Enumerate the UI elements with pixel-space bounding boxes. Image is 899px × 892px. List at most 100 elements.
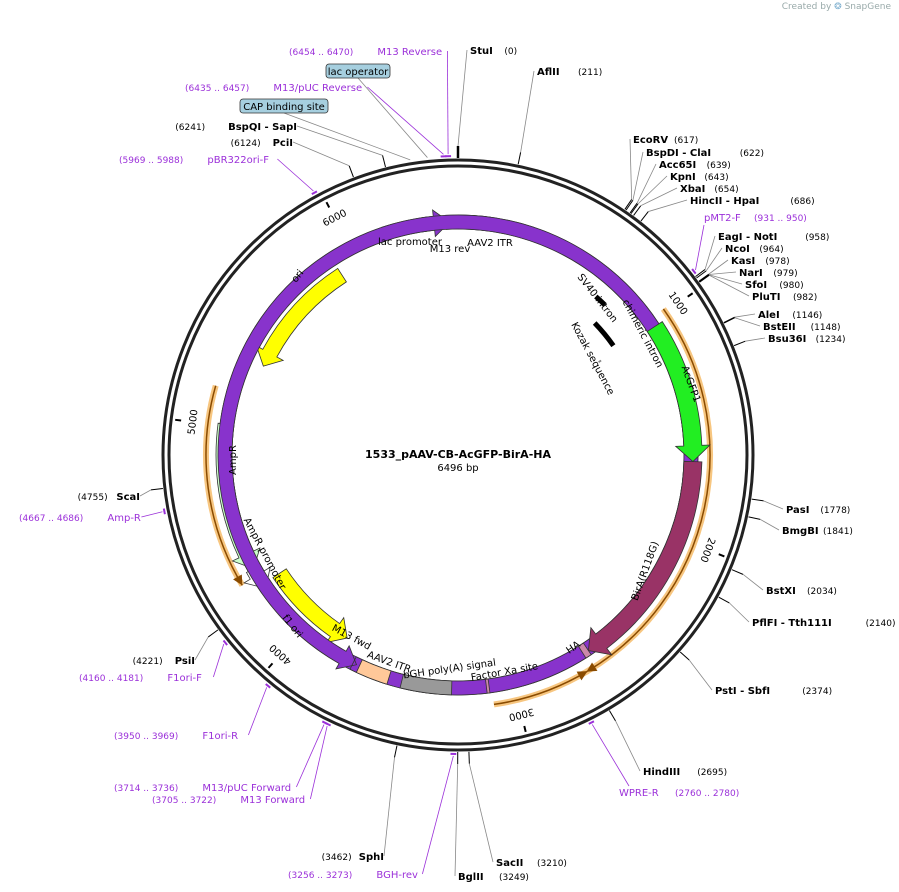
orf-arrowhead (233, 574, 243, 586)
primer-binding-site[interactable]: (3705 .. 3722)M13 Forward (152, 795, 305, 806)
site-position: (1146) (792, 311, 822, 321)
restriction-site[interactable]: BspDI - ClaI(622) (646, 148, 764, 159)
feature-bira-r118g-[interactable] (587, 460, 703, 656)
primer-mark (162, 508, 166, 515)
site-name: Acc65I (659, 160, 696, 171)
restriction-site[interactable]: PstI - SbfI(2374) (715, 686, 832, 697)
boxed-feature-label: CAP binding site (243, 102, 325, 113)
restriction-site[interactable]: BstXI(2034) (766, 586, 837, 597)
feature-chimeric-intron[interactable] (592, 321, 616, 348)
restriction-site[interactable]: BmgBI(1841) (782, 526, 853, 537)
site-mark (751, 498, 764, 502)
site-mark (699, 274, 710, 283)
primer-binding-site[interactable]: (6435 .. 6457)M13/pUC Reverse (185, 83, 362, 94)
restriction-site[interactable]: BglII(3249) (458, 872, 529, 883)
orf-arc (205, 385, 243, 586)
site-mark (207, 629, 219, 638)
boxed-feature-bg (239, 98, 329, 114)
plasmid-size: 6496 bp (437, 463, 478, 474)
primer-name: pMT2-F (704, 213, 741, 224)
restriction-site[interactable]: PasI(1778) (786, 505, 850, 516)
primer-name: M13/pUC Reverse (273, 83, 362, 94)
feature-factor-xa-site[interactable] (485, 678, 491, 694)
site-mark (630, 203, 639, 214)
restriction-site[interactable]: PciI(6124) (231, 138, 293, 149)
feature-bgh-poly-a-signal[interactable] (399, 673, 453, 696)
primer-range: (2760 .. 2780) (675, 789, 739, 799)
restriction-site[interactable]: NarI(979) (739, 268, 798, 279)
orf-arrowhead (576, 671, 588, 681)
primer-binding-site[interactable]: pMT2-F(931 .. 950) (704, 213, 807, 224)
restriction-site[interactable]: HincII - HpaI(686) (690, 196, 815, 207)
site-leader-line (454, 763, 459, 877)
restriction-site[interactable]: ScaI(4755) (78, 492, 140, 503)
restriction-site[interactable]: HindIII(2695) (643, 767, 727, 778)
primer-leader-line (447, 50, 449, 155)
primer-range: (6454 .. 6470) (289, 48, 353, 58)
primer-binding-site[interactable]: (6454 .. 6470)M13 Reverse (289, 47, 442, 58)
restriction-site[interactable]: Bsu36I(1234) (768, 334, 846, 345)
site-mark (640, 211, 649, 222)
site-mark (733, 340, 746, 347)
primer-name: pBR322ori-F (207, 155, 269, 166)
site-mark (150, 488, 163, 491)
restriction-site[interactable]: NcoI(964) (725, 244, 784, 255)
restriction-site[interactable]: StuI(0) (470, 46, 517, 57)
restriction-site[interactable]: SphI(3462) (322, 852, 384, 863)
site-name: BstEII (763, 322, 796, 333)
site-name: PsiI (175, 656, 195, 667)
primer-name: Amp-R (107, 513, 141, 524)
primer-binding-site[interactable]: (4667 .. 4686)Amp-R (19, 513, 141, 524)
restriction-site[interactable]: KasI(978) (731, 256, 790, 267)
feature-acgfp1[interactable] (646, 321, 711, 463)
restriction-site[interactable]: BstEII(1148) (763, 322, 841, 333)
primer-binding-site[interactable]: (5969 .. 5988)pBR322ori-F (119, 155, 269, 166)
primer-mark (691, 268, 697, 275)
primer-leader-line (213, 643, 225, 678)
restriction-site[interactable]: BspQI - SapI(6241) (175, 122, 297, 133)
feature-f1-ori[interactable] (272, 568, 348, 644)
primer-binding-site[interactable]: (4160 .. 4181)F1ori-F (79, 673, 202, 684)
primer-name: M13/pUC Forward (202, 783, 291, 794)
plasmid-name: 1533_pAAV-CB-AcGFP-BirA-HA (365, 448, 551, 461)
site-name: BspDI - ClaI (646, 148, 711, 159)
feature-ori[interactable] (255, 267, 347, 367)
primer-leader-line (248, 687, 268, 736)
snapgene-brand: Created by ❂ SnapGene (782, 2, 891, 12)
site-mark (731, 569, 744, 575)
tick-mark (175, 418, 182, 422)
site-leader-line (734, 317, 761, 327)
restriction-site[interactable]: SacII(3210) (496, 858, 567, 869)
feature-m13-fwd[interactable] (217, 214, 699, 696)
feature-kozak-sequence[interactable] (598, 359, 602, 363)
restriction-site[interactable]: PluTI(982) (752, 292, 817, 303)
primer-binding-site[interactable]: (3950 .. 3969)F1ori-R (114, 731, 238, 742)
boxed-feature[interactable]: CAP binding site (239, 98, 329, 114)
restriction-site[interactable]: SfoI(980) (745, 280, 804, 291)
restriction-site[interactable]: Acc65I(639) (659, 160, 731, 171)
restriction-site[interactable]: AleI(1146) (758, 310, 822, 321)
primer-binding-site[interactable]: (3256 .. 3273)BGH-rev (288, 870, 418, 881)
restriction-site[interactable]: XbaI(654) (680, 184, 739, 195)
feature-ha[interactable] (577, 642, 592, 659)
primer-mark (265, 683, 271, 689)
restriction-site[interactable]: KpnI(643) (670, 172, 729, 183)
restriction-site[interactable]: PsiI (4221) (133, 656, 195, 667)
restriction-site[interactable]: PflFI - Tth111I(2140) (752, 618, 896, 629)
boxed-feature[interactable]: lac operator (325, 63, 391, 79)
primer-binding-site[interactable]: (3714 .. 3736)M13/pUC Forward (114, 783, 291, 794)
site-leader-line (648, 199, 688, 212)
site-leader-line (708, 259, 729, 275)
primer-leader-line (695, 224, 705, 271)
site-position: (4221) (133, 657, 163, 667)
restriction-site[interactable]: EagI - NotI(958) (718, 232, 829, 243)
restriction-site[interactable]: EcoRV(617) (633, 135, 698, 146)
site-position: (964) (759, 245, 783, 255)
restriction-site[interactable]: AflII(211) (537, 67, 602, 78)
feature-sv40-intron[interactable] (594, 294, 607, 307)
feature-aav2-itr[interactable] (355, 659, 392, 685)
primer-binding-site[interactable]: WPRE-R(2760 .. 2780) (619, 788, 739, 799)
site-name: BmgBI (782, 526, 819, 537)
backbone-outer-strand (161, 158, 755, 752)
